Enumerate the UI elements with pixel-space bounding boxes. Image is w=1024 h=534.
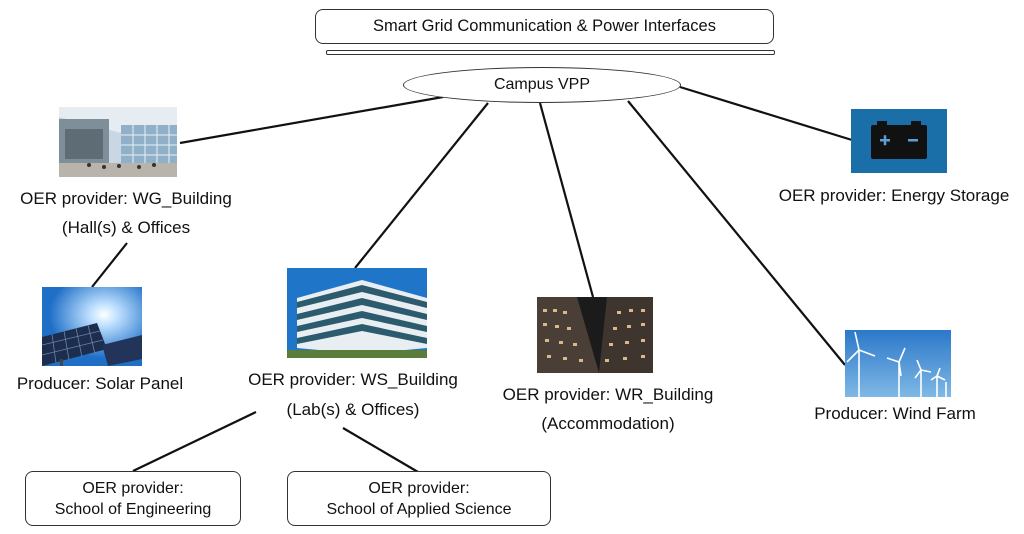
edge-ws-appliedscience <box>342 427 419 473</box>
ws-building-label-2: (Lab(s) & Offices) <box>286 400 420 419</box>
title-text: Smart Grid Communication & Power Interfa… <box>373 17 716 35</box>
applied-science-label-2: School of Applied Science <box>326 500 512 518</box>
solar-panel-image <box>42 287 142 366</box>
wr-building-label-2: (Accommodation) <box>541 414 675 433</box>
wr-building-image <box>537 297 653 373</box>
edge-hub-wg <box>179 95 444 145</box>
title-underline <box>326 50 775 55</box>
ws-building-label-1: OER provider: WS_Building <box>248 370 458 389</box>
campus-vpp-hub: Campus VPP <box>403 67 681 103</box>
school-applied-science-box: OER provider: School of Applied Science <box>287 471 551 526</box>
energy-storage-label: OER provider: Energy Storage <box>778 186 1010 205</box>
edge-hub-ws <box>354 102 489 269</box>
edge-wg-solar <box>91 242 128 288</box>
solar-panel-label: Producer: Solar Panel <box>16 374 184 393</box>
wind-farm-image <box>845 330 951 397</box>
applied-science-label-1: OER provider: <box>368 479 470 497</box>
hub-label: Campus VPP <box>493 76 591 93</box>
engineering-label-1: OER provider: <box>82 479 184 497</box>
wg-building-label-1: OER provider: WG_Building <box>20 189 232 208</box>
wg-building-label-2: (Hall(s) & Offices <box>61 218 191 237</box>
edge-hub-storage <box>679 85 853 142</box>
edge-ws-engineering <box>132 411 257 472</box>
engineering-label-2: School of Engineering <box>54 500 212 518</box>
wg-building-image <box>59 107 177 177</box>
ws-building-image <box>287 268 427 358</box>
wr-building-label-1: OER provider: WR_Building <box>502 385 714 404</box>
edge-hub-wr <box>538 102 595 298</box>
edge-hub-wind <box>627 100 846 366</box>
title-box: Smart Grid Communication & Power Interfa… <box>315 9 774 44</box>
energy-storage-image <box>851 109 947 173</box>
wind-farm-label: Producer: Wind Farm <box>814 404 976 423</box>
school-engineering-box: OER provider: School of Engineering <box>25 471 241 526</box>
